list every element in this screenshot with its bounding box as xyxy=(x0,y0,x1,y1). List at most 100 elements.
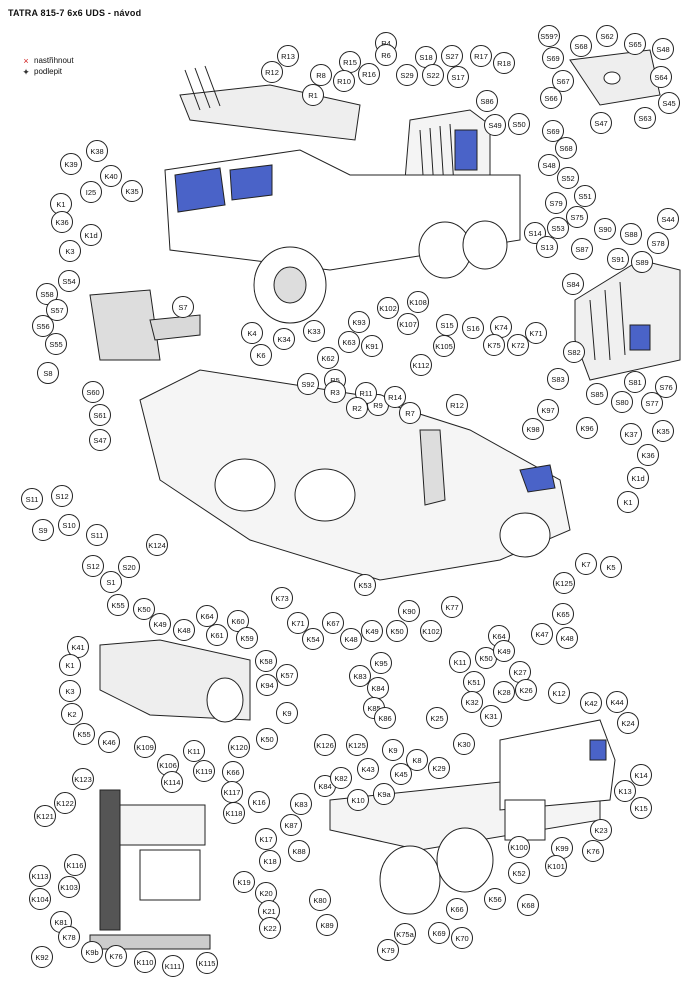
part-callout: K83 xyxy=(290,793,312,815)
part-callout: S29 xyxy=(396,64,418,86)
part-callout: K50 xyxy=(133,598,155,620)
part-callout: K100 xyxy=(508,836,530,858)
part-callout: K49 xyxy=(361,620,383,642)
part-callout: R6 xyxy=(375,44,397,66)
part-callout: K79 xyxy=(377,939,399,961)
part-callout: S47 xyxy=(590,112,612,134)
part-callout: K58 xyxy=(255,650,277,672)
part-callout: K71 xyxy=(525,322,547,344)
part-callout: K112 xyxy=(410,354,432,376)
part-callout: S66 xyxy=(540,87,562,109)
part-callout: K22 xyxy=(259,917,281,939)
part-callout: S63 xyxy=(634,107,656,129)
part-callout: K29 xyxy=(428,757,450,779)
part-callout: K35 xyxy=(652,420,674,442)
part-callout: K90 xyxy=(398,600,420,622)
part-callout: S82 xyxy=(563,341,585,363)
part-callout: K76 xyxy=(105,945,127,967)
part-callout: S69 xyxy=(542,47,564,69)
part-callout: K30 xyxy=(453,733,475,755)
part-callout: K123 xyxy=(72,768,94,790)
part-callout: K25 xyxy=(426,707,448,729)
part-callout: S55 xyxy=(45,333,67,355)
part-callout: K118 xyxy=(223,802,245,824)
part-callout: K5 xyxy=(600,556,622,578)
part-callout: K124 xyxy=(146,534,168,556)
part-callout: K105 xyxy=(433,335,455,357)
part-callout: K116 xyxy=(64,854,86,876)
part-callout: K50 xyxy=(386,620,408,642)
part-callout: K114 xyxy=(161,771,183,793)
part-callout: K4 xyxy=(241,322,263,344)
part-callout: K103 xyxy=(58,876,80,898)
part-callout: S78 xyxy=(647,232,669,254)
legend-cut-label: nastřihnout xyxy=(34,56,74,65)
part-callout: K34 xyxy=(273,328,295,350)
part-callout: R17 xyxy=(470,45,492,67)
part-callout: K37 xyxy=(620,423,642,445)
part-callout: S62 xyxy=(596,25,618,47)
part-callout: K122 xyxy=(54,792,76,814)
part-callout: S76 xyxy=(655,376,677,398)
part-callout: S64 xyxy=(650,66,672,88)
part-callout: K55 xyxy=(107,594,129,616)
part-callout: R10 xyxy=(333,70,355,92)
part-callout: S61 xyxy=(89,404,111,426)
part-callout: K3 xyxy=(59,680,81,702)
part-callout: R12 xyxy=(261,61,283,83)
part-callout: K9 xyxy=(276,702,298,724)
page-title: TATRA 815-7 6x6 UDS - návod xyxy=(8,8,142,18)
part-callout: K24 xyxy=(617,712,639,734)
part-callout: R14 xyxy=(384,386,406,408)
part-callout: S87 xyxy=(571,238,593,260)
part-callout: K67 xyxy=(322,612,344,634)
legend-glue: ✦ podlepit xyxy=(22,67,62,76)
part-callout: K55 xyxy=(73,723,95,745)
part-callout: K107 xyxy=(397,313,419,335)
part-callout: S9 xyxy=(32,519,54,541)
legend-glue-label: podlepit xyxy=(34,67,63,76)
part-callout: S77 xyxy=(641,392,663,414)
part-callout: R8 xyxy=(310,64,332,86)
part-callout: K88 xyxy=(288,840,310,862)
part-callout: K95 xyxy=(370,652,392,674)
legend-cut: × nastřihnout xyxy=(22,56,74,65)
bumper-detail xyxy=(99,639,251,723)
crane-base-detail xyxy=(89,789,211,950)
part-callout: K82 xyxy=(330,767,352,789)
part-callout: K10 xyxy=(347,789,369,811)
part-callout: K36 xyxy=(51,211,73,233)
part-callout: K75a xyxy=(394,923,416,945)
chassis-underside-illustration xyxy=(139,369,571,581)
part-callout: S69 xyxy=(542,120,564,142)
part-callout: S12 xyxy=(82,555,104,577)
part-callout: K66 xyxy=(222,761,244,783)
part-callout: S20 xyxy=(118,556,140,578)
part-callout: K78 xyxy=(58,926,80,948)
part-callout: K42 xyxy=(580,692,602,714)
part-callout: K1d xyxy=(627,467,649,489)
part-callout: K31 xyxy=(480,705,502,727)
part-callout: S15 xyxy=(436,314,458,336)
part-callout: K113 xyxy=(29,865,51,887)
part-callout: R13 xyxy=(277,45,299,67)
part-callout: K47 xyxy=(531,623,553,645)
part-callout: S83 xyxy=(547,368,569,390)
part-callout: K39 xyxy=(60,153,82,175)
part-callout: R18 xyxy=(493,52,515,74)
part-callout: K89 xyxy=(316,914,338,936)
part-callout: K1 xyxy=(59,654,81,676)
part-callout: S75 xyxy=(566,206,588,228)
part-callout: K48 xyxy=(556,627,578,649)
part-callout: K11 xyxy=(449,651,471,673)
part-callout: K41 xyxy=(67,636,89,658)
part-callout: R16 xyxy=(358,63,380,85)
part-callout: K45 xyxy=(390,763,412,785)
part-callout: K125 xyxy=(553,572,575,594)
inset-top-right xyxy=(569,49,661,106)
part-callout: K80 xyxy=(309,889,331,911)
part-callout: K19 xyxy=(233,871,255,893)
part-callout: S92 xyxy=(297,373,319,395)
part-callout: K71 xyxy=(287,612,309,634)
part-callout: K48 xyxy=(340,628,362,650)
